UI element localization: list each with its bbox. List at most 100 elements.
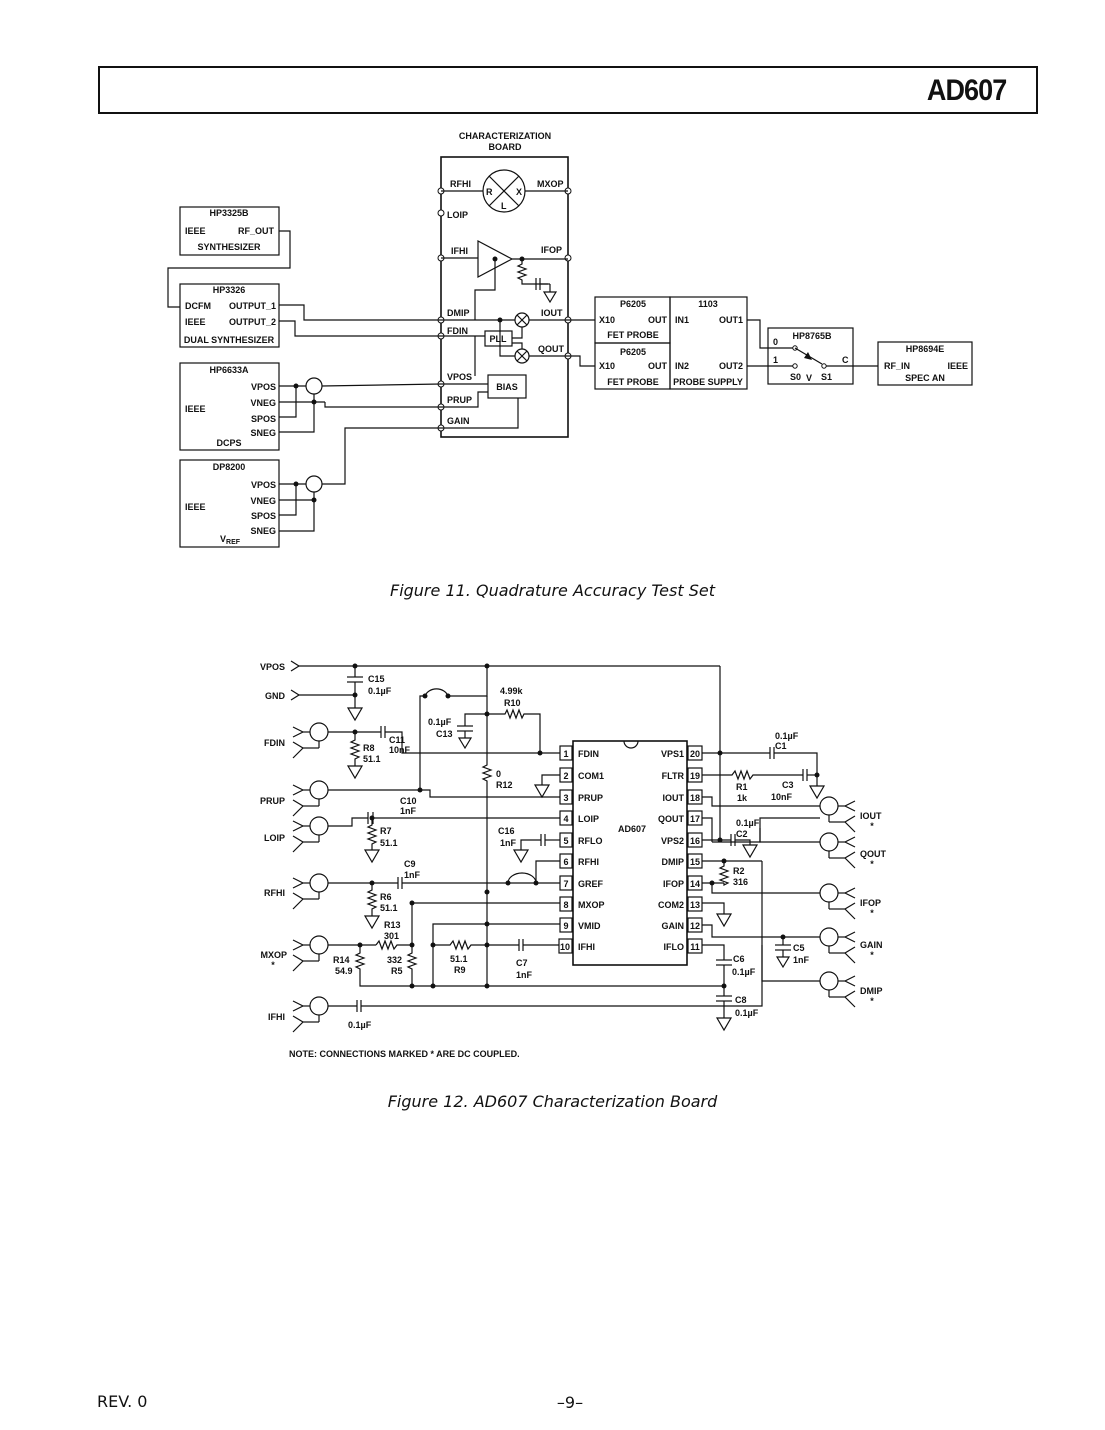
probe-supply-bottom: PROBE SUPPLY: [673, 377, 743, 387]
hp6633a-bottom: DCPS: [216, 438, 241, 448]
c16-label: C16: [498, 826, 515, 836]
p6205-b-x10: X10: [599, 361, 615, 371]
r2-label: R2: [733, 866, 745, 876]
hp8765b-one: 1: [773, 355, 778, 365]
r2-value: 316: [733, 877, 748, 887]
hp8765b-c: C: [842, 355, 849, 365]
terminal-gain-mark: *: [870, 950, 874, 960]
pin-name-20: VPS1: [661, 749, 684, 759]
probe-supply-title: 1103: [698, 299, 718, 309]
pin-name-10: IFHI: [578, 942, 595, 952]
footer-page-number: –9–: [556, 1393, 584, 1412]
fltr-network: R1 1k C3 10nF: [702, 769, 817, 803]
figure-11: CHARACTERIZATION BOARD RFHI LOIP IFHI DM…: [167, 131, 973, 548]
rfhi-network: C9 1nF R6 51.1: [328, 859, 560, 930]
p6205-a-x10: X10: [599, 315, 615, 325]
pin-num-4: 4: [563, 814, 568, 824]
terminal-dmip-mark: *: [870, 996, 874, 1006]
pin-name-17: QOUT: [658, 814, 685, 824]
p6205-b-out: OUT: [648, 361, 668, 371]
hp3326-ieee: IEEE: [185, 317, 206, 327]
rflo-network: C16 1nF: [498, 826, 560, 864]
terminal-ifhi: IFHI: [268, 1012, 285, 1022]
hp3326-output2: OUTPUT_2: [229, 317, 276, 327]
pin-ifop: IFOP: [541, 245, 562, 255]
r14-value: 54.9: [335, 966, 353, 976]
hp8694e-title: HP8694E: [906, 344, 945, 354]
probe-out1: OUT1: [719, 315, 743, 325]
p6205-a-out: OUT: [648, 315, 668, 325]
r6-value: 51.1: [380, 903, 398, 913]
dp8200-vneg: VNEG: [250, 496, 276, 506]
com2-ground: [702, 902, 733, 928]
terminal-qout-mark: *: [870, 859, 874, 869]
c2-value: 0.1µF: [736, 818, 760, 828]
hp3325b-bottom: SYNTHESIZER: [197, 242, 261, 252]
pin-qout: QOUT: [538, 344, 565, 354]
vps1-network: 0.1µF C1: [702, 666, 826, 840]
terminal-vpos: VPOS: [260, 662, 285, 672]
hp8694e-box: HP8694E RF_IN IEEE SPEC AN: [877, 341, 973, 386]
hp8694e-rfin: RF_IN: [884, 361, 910, 371]
pin-rfhi: RFHI: [450, 179, 471, 189]
terminal-qout: QOUT: [860, 849, 887, 859]
terminal-ifop-mark: *: [870, 908, 874, 918]
vps2-network: 0.1µF C2: [702, 817, 820, 859]
iout-qout-network: [702, 796, 820, 843]
terminal-mxop-mark: *: [271, 960, 275, 970]
pin-num-10: 10: [560, 942, 570, 952]
c9-label: C9: [404, 859, 416, 869]
pin-num-6: 6: [563, 857, 568, 867]
c2-label: C2: [736, 829, 748, 839]
hp6633a-vpos: VPOS: [251, 382, 276, 392]
pin-prup: PRUP: [447, 395, 472, 405]
figure-11-caption: Figure 11. Quadrature Accuracy Test Set: [389, 581, 715, 600]
pin-num-13: 13: [690, 900, 700, 910]
hp8765b-s0: S0: [790, 372, 801, 382]
pin-num-17: 17: [690, 814, 700, 824]
r7-label: R7: [380, 826, 392, 836]
hp8765b-title: HP8765B: [792, 331, 832, 341]
c13-value: 0.1µF: [428, 717, 452, 727]
char-board-title-1: CHARACTERIZATION: [459, 131, 551, 141]
pin-gain: GAIN: [447, 416, 470, 426]
r1-label: R1: [736, 782, 748, 792]
dp8200-vpos: VPOS: [251, 480, 276, 490]
pin-name-18: IOUT: [663, 793, 685, 803]
dp8200-title: DP8200: [213, 462, 246, 472]
terminal-rfhi: RFHI: [264, 888, 285, 898]
pin-name-19: FLTR: [662, 771, 685, 781]
c1-label: C1: [775, 741, 787, 751]
c5-value: 1nF: [793, 955, 810, 965]
footer-revision: REV. 0: [97, 1392, 148, 1411]
c6-label: C6: [733, 954, 745, 964]
ad607-chip: [572, 740, 688, 966]
pin-name-9: VMID: [578, 921, 601, 931]
pin-num-5: 5: [563, 836, 568, 846]
char-board-title-2: BOARD: [489, 142, 522, 152]
pin-num-11: 11: [690, 942, 700, 952]
loip-network: C10 1nF R7 51.1: [328, 796, 560, 864]
pin-num-2: 2: [563, 771, 568, 781]
r12-label: R12: [496, 780, 513, 790]
pin-num-8: 8: [563, 900, 568, 910]
hp3325b-rfout: RF_OUT: [238, 226, 275, 236]
probe-out2: OUT2: [719, 361, 743, 371]
characterization-board: CHARACTERIZATION BOARD RFHI LOIP IFHI DM…: [437, 131, 572, 438]
hp8765b-s1: S1: [821, 372, 832, 382]
hp6633a-box: HP6633A IEEE VPOS VNEG SPOS SNEG DCPS: [179, 362, 442, 451]
c13-label: C13: [436, 729, 453, 739]
pin-num-18: 18: [690, 793, 700, 803]
c15-label: C15: [368, 674, 385, 684]
pin-iout: IOUT: [541, 308, 563, 318]
left-connectors: [292, 722, 329, 1033]
pin-fdin: FDIN: [447, 326, 468, 336]
pin-dmip: DMIP: [447, 308, 470, 318]
chip-name: AD607: [618, 824, 646, 834]
prup-network: [328, 787, 560, 798]
r14-label: R14: [333, 955, 350, 965]
dp8200-sneg: SNEG: [250, 526, 276, 536]
